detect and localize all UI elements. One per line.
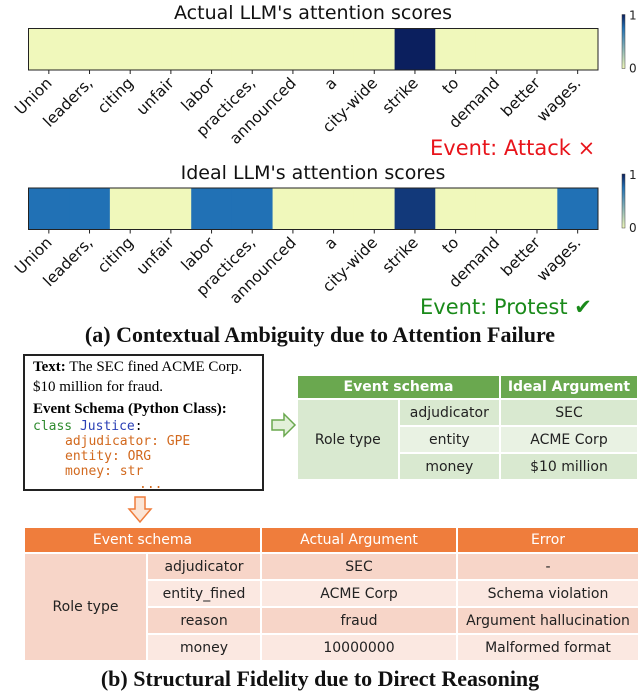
token-label: wages. xyxy=(533,234,584,285)
heatmap-cell xyxy=(475,28,518,70)
class-name: Justice xyxy=(79,419,135,434)
heatmap-cell xyxy=(353,28,396,70)
heatmap-cell xyxy=(272,188,314,230)
role-cell: entity_fined xyxy=(146,579,262,608)
ellipsis: ... xyxy=(139,477,163,492)
role-cell: money xyxy=(146,633,262,662)
caption-b: (b) Structural Fidelity due to Direct Re… xyxy=(100,666,540,691)
header-ideal-argument: Ideal Argument xyxy=(498,374,640,400)
heatmap-cell xyxy=(435,188,477,230)
argument-cell: ACME Corp xyxy=(260,579,458,608)
role-cell: adjudicator xyxy=(146,552,262,581)
heatmap-cell xyxy=(231,28,274,70)
header-error: Error xyxy=(456,526,640,554)
arrow-down-icon xyxy=(127,496,153,524)
field-3: money: str xyxy=(65,464,144,479)
error-cell: Malformed format xyxy=(456,633,640,662)
heatmap-cell xyxy=(28,188,70,230)
argument-cell: ACME Corp xyxy=(498,425,640,454)
colorbar-max-label: 1 xyxy=(629,168,637,182)
token-label: to xyxy=(439,74,463,98)
heatmap-cell xyxy=(394,28,436,70)
error-cell: Argument hallucination xyxy=(456,606,640,635)
class-keyword: class xyxy=(33,419,73,434)
text-label: Text: xyxy=(33,359,66,375)
heatmap-cell xyxy=(475,188,518,230)
heatmap-title-actual: Actual LLM's attention scores xyxy=(174,2,452,24)
role-type-cell: Role type xyxy=(23,552,148,662)
header-event-schema: Event schema xyxy=(23,526,262,554)
heatmap-cell xyxy=(150,28,192,70)
heatmap-cell xyxy=(69,28,111,70)
error-cell: - xyxy=(456,552,640,581)
role-cell: reason xyxy=(146,606,262,635)
event-protest-label: Event: Protest ✔ xyxy=(420,295,592,319)
arrow-right-icon xyxy=(271,412,297,438)
colorbar-min-label: 0 xyxy=(629,62,637,76)
heatmap-cell xyxy=(191,28,233,70)
role-type-cell: Role type xyxy=(296,398,400,481)
heatmap-cell xyxy=(150,188,192,230)
role-cell: entity xyxy=(397,425,501,454)
role-cell: adjudicator xyxy=(397,398,501,427)
heatmap-cell xyxy=(394,188,436,230)
token-label: unfair xyxy=(133,74,178,119)
input-text: The SEC fined ACME Corp. $10 million for… xyxy=(33,359,243,395)
header-event-schema: Event schema xyxy=(296,374,501,400)
heatmap-frame xyxy=(28,187,599,230)
heatmap-cell xyxy=(313,28,355,70)
heatmap-cell xyxy=(272,28,314,70)
heatmap-frame xyxy=(28,28,599,71)
schema-label: Event Schema (Python Class): xyxy=(33,401,227,417)
heatmap-cell xyxy=(435,28,477,70)
header-actual-argument: Actual Argument xyxy=(260,526,458,554)
token-label: a xyxy=(321,234,340,253)
colorbar-min-label: 0 xyxy=(629,221,637,235)
heatmap-cell xyxy=(516,188,558,230)
argument-cell: SEC xyxy=(260,552,458,581)
heatmap-cell xyxy=(313,188,355,230)
argument-cell: SEC xyxy=(498,398,640,427)
heatmap-cell xyxy=(69,188,111,230)
token-label: strike xyxy=(379,74,422,117)
role-cell: money xyxy=(397,452,501,481)
field-1: adjudicator: GPE xyxy=(65,434,191,449)
argument-cell: 10000000 xyxy=(260,633,458,662)
token-label: unfair xyxy=(133,233,178,278)
token-label: a xyxy=(321,74,340,93)
token-label: citing xyxy=(94,74,137,117)
event-attack-label: Event: Attack × xyxy=(430,136,596,160)
heatmap-cell xyxy=(557,28,599,70)
heatmap-cell xyxy=(28,28,70,70)
caption-a: (a) Contextual Ambiguity due to Attentio… xyxy=(84,322,556,347)
heatmap-cell xyxy=(109,28,152,70)
token-label: wages. xyxy=(533,74,584,125)
input-box: Text: The SEC fined ACME Corp. $10 milli… xyxy=(23,354,264,491)
class-colon: : xyxy=(134,419,143,434)
argument-cell: $10 million xyxy=(498,452,640,481)
token-label: strike xyxy=(379,234,422,277)
heatmap-cell xyxy=(516,28,558,70)
heatmap-cell xyxy=(109,188,152,230)
error-cell: Schema violation xyxy=(456,579,640,608)
heatmap-cell xyxy=(231,188,274,230)
heatmap-cell xyxy=(557,188,599,230)
colorbar xyxy=(621,14,626,69)
heatmap-cell xyxy=(353,188,396,230)
argument-cell: fraud xyxy=(260,606,458,635)
token-label: to xyxy=(439,234,463,258)
colorbar-max-label: 1 xyxy=(629,9,637,23)
colorbar xyxy=(621,173,626,229)
token-label: citing xyxy=(94,234,137,277)
field-2: entity: ORG xyxy=(65,449,152,464)
heatmap-title-ideal: Ideal LLM's attention scores xyxy=(180,162,446,184)
heatmap-cell xyxy=(191,188,233,230)
